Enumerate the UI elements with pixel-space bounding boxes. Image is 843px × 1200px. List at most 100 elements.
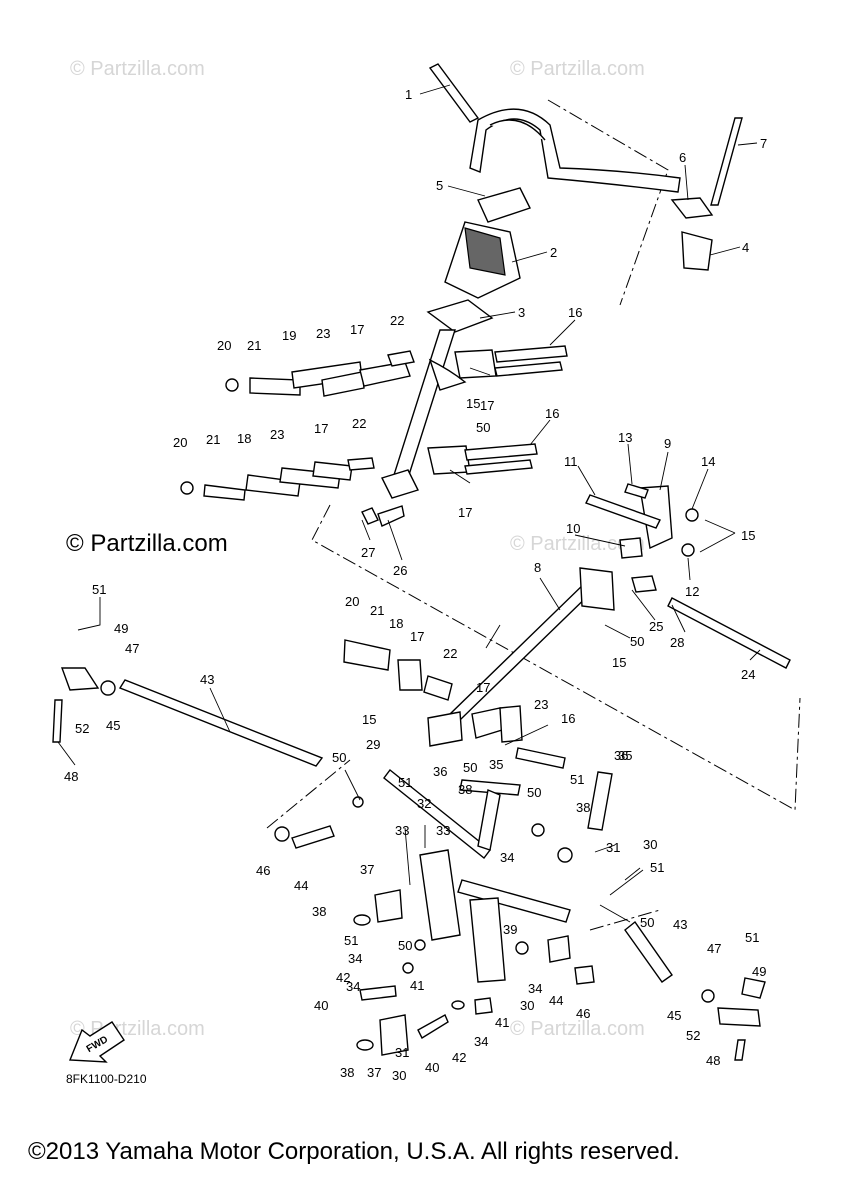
callout-12: 12 — [685, 584, 699, 599]
steering-shaft — [381, 329, 467, 499]
tie-rod-left — [52, 667, 324, 767]
callout-45b: 45 — [667, 1008, 681, 1023]
watermark-faint: © Partzilla.com — [70, 58, 205, 80]
callout-46: 46 — [256, 863, 270, 878]
callout-41: 41 — [410, 978, 424, 993]
callout-17c: 17 — [314, 421, 328, 436]
callout-40b: 40 — [425, 1060, 439, 1075]
callout-37: 37 — [360, 862, 374, 877]
callout-17f: 17 — [476, 680, 490, 695]
callout-42b: 42 — [452, 1050, 466, 1065]
callout-22c: 22 — [443, 646, 457, 661]
callout-30: 30 — [643, 837, 657, 852]
callout-20: 20 — [217, 338, 231, 353]
callout-21b: 21 — [206, 432, 220, 447]
callout-34: 34 — [500, 850, 514, 865]
callout-50: 50 — [476, 420, 490, 435]
callout-51: 51 — [92, 582, 106, 597]
watermark: © Partzilla.com — [66, 530, 228, 557]
callout-20c: 20 — [345, 594, 359, 609]
callout-17b: 17 — [480, 398, 494, 413]
callout-47b: 47 — [707, 941, 721, 956]
callout-18b: 18 — [389, 616, 403, 631]
callout-28: 28 — [670, 635, 684, 650]
callout-22b: 22 — [352, 416, 366, 431]
reference-lines — [266, 99, 801, 931]
callout-50g: 50 — [398, 938, 412, 953]
callout-16: 16 — [568, 305, 582, 320]
callout-51b: 51 — [398, 775, 412, 790]
callout-38c: 38 — [312, 904, 326, 919]
callout-6: 6 — [679, 150, 686, 165]
fwd-arrow: FWD — [68, 1021, 125, 1063]
callout-21: 21 — [247, 338, 261, 353]
callout-37b: 37 — [367, 1065, 381, 1080]
leader-lines — [57, 84, 761, 923]
callouts: 1 2 3 4 5 6 7 8 9 10 11 12 13 14 15 15 1… — [64, 87, 767, 1083]
watermark-faint: © Partzilla.com — [510, 58, 645, 80]
upper-linkage — [180, 345, 568, 527]
callout-35b: 35 — [618, 748, 632, 763]
callout-30b: 30 — [520, 998, 534, 1013]
callout-36b: 36 — [614, 748, 628, 763]
watermark-faint: © Partzilla.com — [510, 1018, 645, 1040]
callout-15d: 15 — [362, 712, 376, 727]
callout-50f: 50 — [640, 915, 654, 930]
tie-rod-right — [624, 920, 766, 1061]
callout-7: 7 — [760, 136, 767, 151]
callout-38: 38 — [458, 782, 472, 797]
callout-50d: 50 — [332, 750, 346, 765]
callout-15b: 15 — [466, 396, 480, 411]
callout-14: 14 — [701, 454, 715, 469]
callout-17: 17 — [350, 322, 364, 337]
callout-34d: 34 — [346, 979, 360, 994]
callout-19: 19 — [282, 328, 296, 343]
callout-51f: 51 — [745, 930, 759, 945]
callout-43: 43 — [200, 672, 214, 687]
callout-3: 3 — [518, 305, 525, 320]
callout-51d: 51 — [650, 860, 664, 875]
callout-33: 33 — [395, 823, 409, 838]
callout-41b: 41 — [495, 1015, 509, 1030]
callout-51c: 51 — [570, 772, 584, 787]
callout-17d: 17 — [458, 505, 472, 520]
main-tube-assembly — [446, 483, 791, 721]
callout-44b: 44 — [549, 993, 563, 1008]
callout-36: 36 — [433, 764, 447, 779]
callout-50b: 50 — [630, 634, 644, 649]
callout-9: 9 — [664, 436, 671, 451]
callout-25: 25 — [649, 619, 663, 634]
callout-26: 26 — [393, 563, 407, 578]
callout-22: 22 — [390, 313, 404, 328]
callout-18: 18 — [237, 431, 251, 446]
callout-16c: 16 — [561, 711, 575, 726]
callout-23b: 23 — [270, 427, 284, 442]
callout-21c: 21 — [370, 603, 384, 618]
callout-31: 31 — [606, 840, 620, 855]
callout-35: 35 — [489, 757, 503, 772]
callout-52: 52 — [75, 721, 89, 736]
steering-column-top — [426, 187, 531, 333]
callout-8: 8 — [534, 560, 541, 575]
copyright-notice: ©2013 Yamaha Motor Corporation, U.S.A. A… — [28, 1138, 680, 1165]
callout-33b: 33 — [436, 823, 450, 838]
callout-16b: 16 — [545, 406, 559, 421]
callout-46b: 46 — [576, 1006, 590, 1021]
callout-39: 39 — [503, 922, 517, 937]
callout-45: 45 — [106, 718, 120, 733]
callout-27: 27 — [361, 545, 375, 560]
callout-10: 10 — [566, 521, 580, 536]
callout-34c: 34 — [528, 981, 542, 996]
callout-11: 11 — [564, 454, 578, 469]
callout-43b: 43 — [673, 917, 687, 932]
callout-20b: 20 — [173, 435, 187, 450]
callout-2: 2 — [550, 245, 557, 260]
callout-50c: 50 — [463, 760, 477, 775]
callout-40: 40 — [314, 998, 328, 1013]
handlebar — [428, 63, 681, 193]
callout-32: 32 — [417, 796, 431, 811]
callout-23: 23 — [316, 326, 330, 341]
upper-bracket — [670, 117, 743, 271]
callout-42: 42 — [336, 970, 350, 985]
lower-linkage — [274, 639, 613, 1056]
